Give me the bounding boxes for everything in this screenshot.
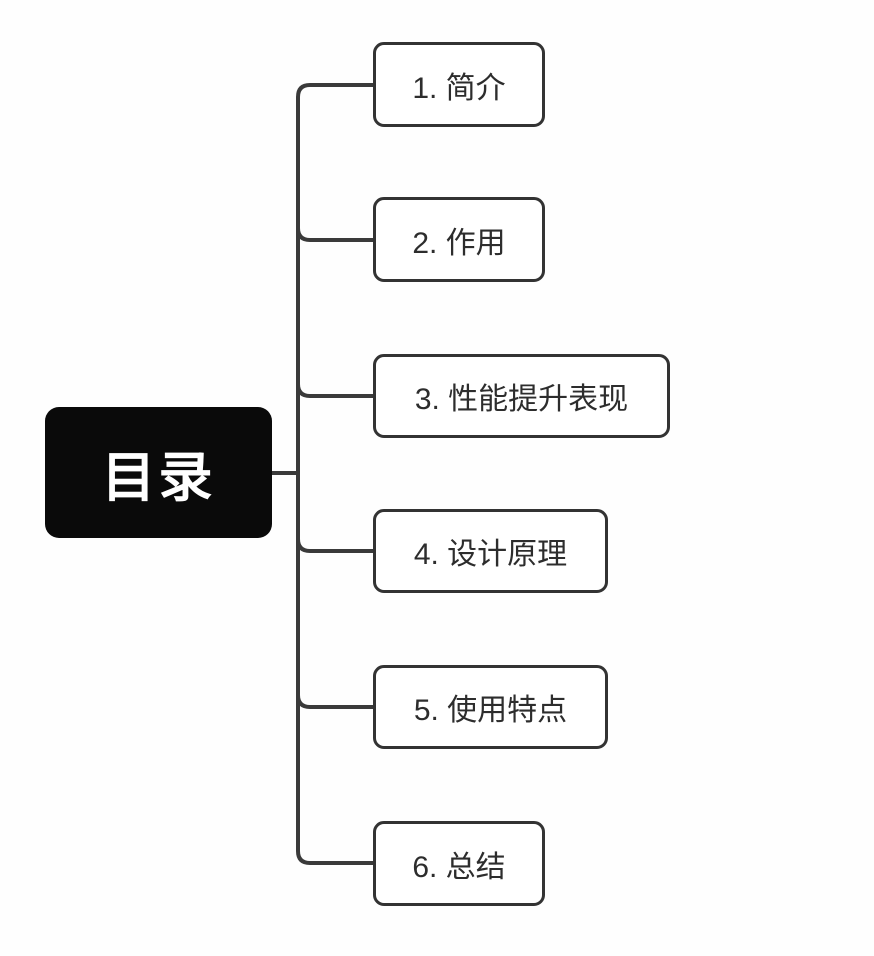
- root-node[interactable]: 目录: [45, 407, 272, 538]
- topic-node-1[interactable]: 1. 简介: [373, 42, 545, 127]
- branch-line-2: [296, 226, 375, 242]
- topic-node-5[interactable]: 5. 使用特点: [373, 665, 608, 749]
- topic-node-1-label: 1. 简介: [412, 71, 506, 105]
- topic-node-3-label: 3. 性能提升表现: [414, 383, 629, 416]
- root-node-label: 目录: [101, 448, 216, 508]
- branch-line-4: [296, 537, 375, 553]
- branch-line-5: [296, 693, 375, 709]
- topic-node-6-label: 6. 总结: [412, 850, 506, 884]
- topic-node-5-label: 5. 使用特点: [413, 694, 568, 727]
- topic-node-2[interactable]: 2. 作用: [373, 197, 545, 282]
- topic-node-6[interactable]: 6. 总结: [373, 821, 545, 906]
- topic-node-4[interactable]: 4. 设计原理: [373, 509, 608, 593]
- topic-node-4-label: 4. 设计原理: [413, 538, 568, 571]
- trunk-line: [296, 83, 375, 865]
- topic-node-3[interactable]: 3. 性能提升表现: [373, 354, 670, 438]
- topic-node-2-label: 2. 作用: [412, 226, 506, 260]
- branch-line-3: [296, 382, 375, 398]
